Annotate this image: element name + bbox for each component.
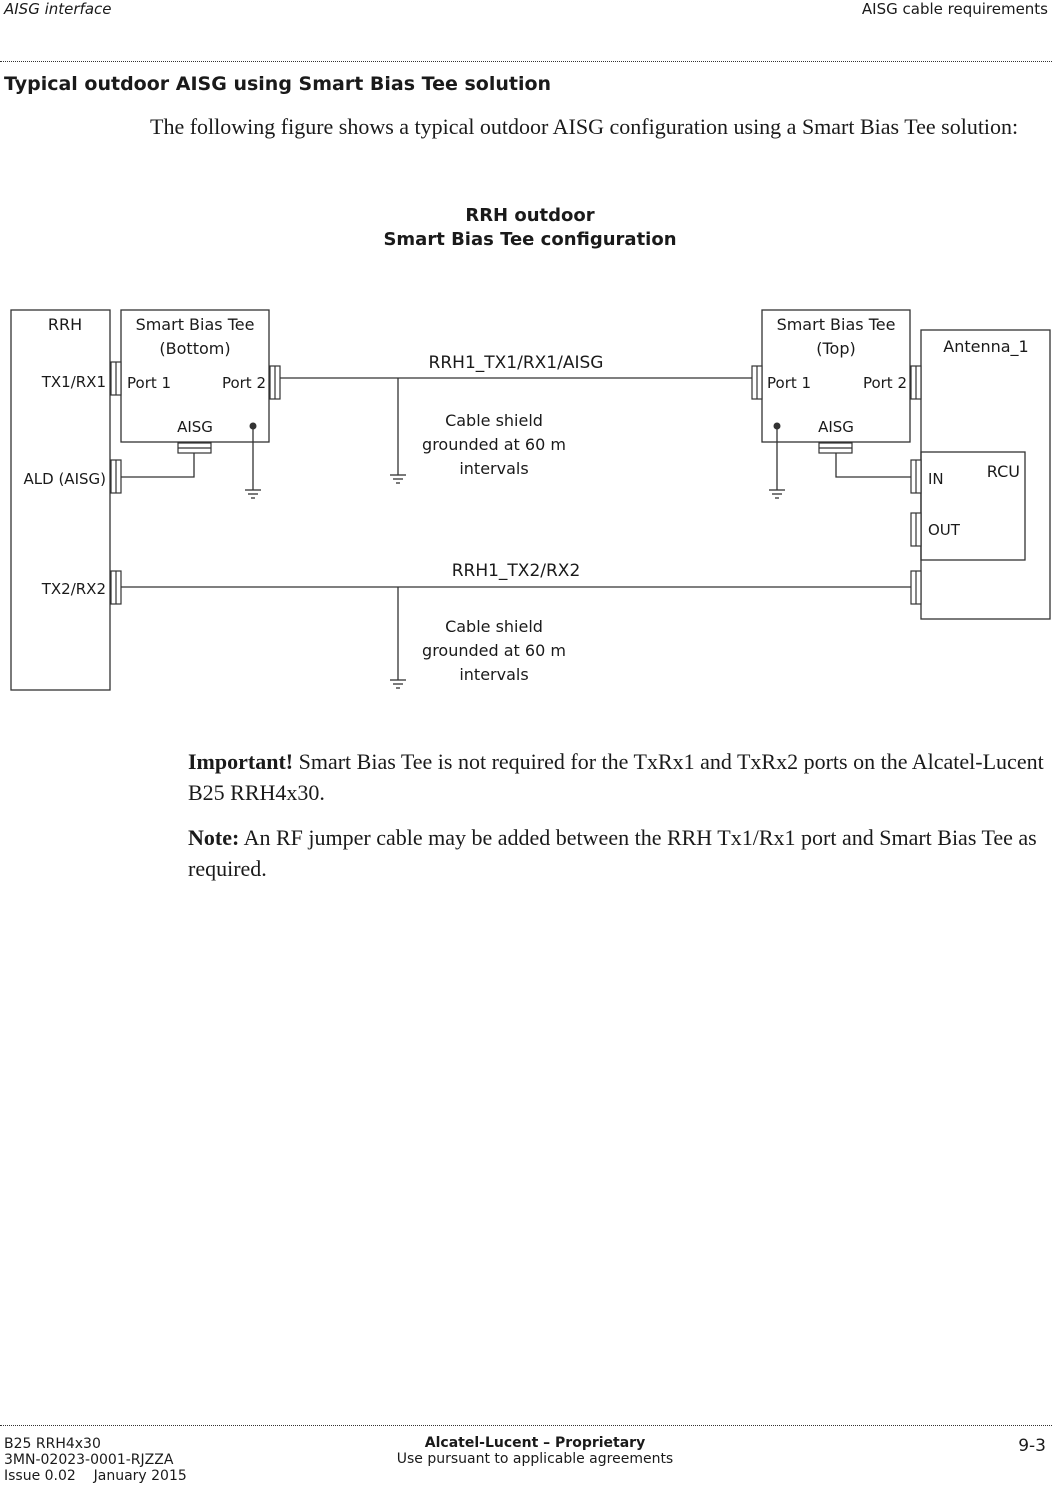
figure-title-line2: Smart Bias Tee configuration <box>383 229 677 250</box>
footer-product: B25 RRH4x30 <box>4 1436 101 1452</box>
note-text: An RF jumper cable may be added between … <box>188 825 1037 881</box>
footer-document-info: B25 RRH4x30 3MN-02023-0001-RJZZA Issue 0… <box>4 1436 187 1484</box>
header-divider <box>0 61 1052 62</box>
ground-icon <box>245 474 785 689</box>
cable1-shield-line2: grounded at 60 m <box>422 435 566 454</box>
cable-aisg-rcu <box>835 453 911 478</box>
sbt-top-aisg: AISG <box>818 418 854 436</box>
cable2-shield-line2: grounded at 60 m <box>422 641 566 660</box>
sbt-top-port1: Port 1 <box>767 374 811 392</box>
rrh-port-tx1: TX1/RX1 <box>41 373 106 391</box>
footer-proprietary-line2: Use pursuant to applicable agreements <box>396 1451 674 1467</box>
sbt-bottom-subtitle: (Bottom) <box>159 339 230 358</box>
note-label: Note: <box>188 825 240 850</box>
important-text: Smart Bias Tee is not required for the T… <box>188 749 1044 805</box>
cable2-shield-line3: intervals <box>459 665 528 684</box>
sbt-top-port2: Port 2 <box>863 374 907 392</box>
figure-title-line1: RRH outdoor <box>465 205 595 226</box>
intro-paragraph: The following figure shows a typical out… <box>150 114 1019 139</box>
cable1-shield-line1: Cable shield <box>445 411 543 430</box>
rrh-port-tx2: TX2/RX2 <box>41 580 106 598</box>
sbt-bottom-port1: Port 1 <box>127 374 171 392</box>
header-chapter: AISG interface <box>4 0 112 18</box>
cable-ald-aisg <box>121 453 195 478</box>
sbt-top-title: Smart Bias Tee <box>777 315 896 334</box>
page-number: 9-3 <box>1018 1436 1046 1456</box>
rrh-label: RRH <box>48 315 82 334</box>
footer-proprietary: Alcatel-Lucent – Proprietary Use pursuan… <box>390 1435 680 1467</box>
cable1-label: RRH1_TX1/RX1/AISG <box>429 353 604 373</box>
configuration-diagram: RRH TX1/RX1 ALD (AISG) TX2/RX2 Smart Bia… <box>10 309 1051 691</box>
important-note: Important! Smart Bias Tee is not require… <box>188 746 1048 808</box>
header-section: AISG cable requirements <box>861 0 1048 18</box>
sbt-bottom-title: Smart Bias Tee <box>136 315 255 334</box>
footer-doc-number: 3MN-02023-0001-RJZZA <box>4 1452 174 1468</box>
antenna-label: Antenna_1 <box>943 337 1028 357</box>
rcu-out-label: OUT <box>928 521 961 539</box>
footer-divider <box>0 1425 1052 1426</box>
footer-issue: Issue 0.02 January 2015 <box>4 1468 187 1484</box>
sbt-top-subtitle: (Top) <box>816 339 855 358</box>
rcu-box <box>920 451 1026 561</box>
footer-proprietary-line1: Alcatel-Lucent – Proprietary <box>424 1435 646 1451</box>
rrh-port-ald: ALD (AISG) <box>24 470 106 488</box>
cable1-shield-line3: intervals <box>459 459 528 478</box>
ground-point-dot <box>249 422 257 430</box>
sbt-bottom-aisg: AISG <box>177 418 213 436</box>
figure-title: RRH outdoor Smart Bias Tee configuration <box>380 204 680 252</box>
rrh-box <box>10 309 111 691</box>
ground-point-dot <box>773 422 781 430</box>
general-note: Note: An RF jumper cable may be added be… <box>188 822 1048 884</box>
sbt-bottom-port2: Port 2 <box>222 374 266 392</box>
cable2-label: RRH1_TX2/RX2 <box>452 561 581 581</box>
rcu-label: RCU <box>987 462 1020 481</box>
cable2-shield-line1: Cable shield <box>445 617 543 636</box>
section-title: Typical outdoor AISG using Smart Bias Te… <box>4 73 552 95</box>
rcu-in-label: IN <box>928 470 944 488</box>
important-label: Important! <box>188 749 294 774</box>
